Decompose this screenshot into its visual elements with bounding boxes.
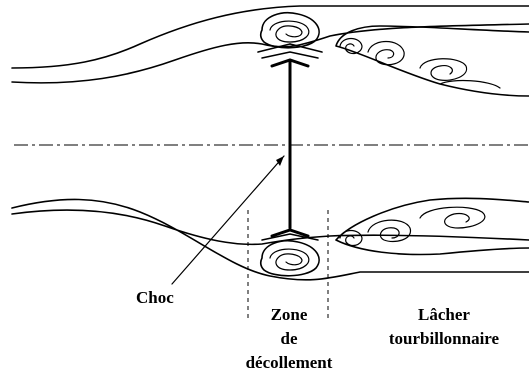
upper-bubble-vortex	[269, 20, 310, 43]
upper-flow	[11, 5, 529, 97]
lower-lambda-foot	[261, 233, 319, 241]
lower-shedding-envelope	[335, 197, 529, 256]
separation-zone-label-line3: décollement	[246, 353, 333, 372]
lower-shed-vortex-2	[367, 219, 412, 243]
upper-recirculation-bubble	[259, 12, 320, 49]
upper-shed-vortex-3	[419, 58, 468, 81]
shock-pointer-arrowhead	[276, 156, 284, 166]
shock-upper-foot	[270, 58, 310, 68]
lower-shed-vortex-1	[339, 229, 363, 247]
vortex-shedding-label-line2: tourbillonnaire	[389, 329, 500, 348]
upper-shedding-envelope	[335, 25, 529, 97]
separation-zone-label-line2: de	[281, 329, 298, 348]
upper-outer-streamline	[11, 5, 529, 69]
upper-shed-vortex-2	[367, 40, 405, 66]
lower-outer-streamline	[11, 198, 529, 281]
normal-shock	[270, 58, 310, 238]
shock-lower-foot	[270, 228, 310, 238]
shock-label: Choc	[136, 288, 174, 307]
lower-inner-streamline	[11, 209, 529, 246]
upper-shed-vortex-4	[439, 79, 501, 89]
vortex-shedding-label-line1: Lâcher	[418, 305, 470, 324]
lower-shed-vortex-3	[419, 206, 486, 229]
upper-shed-vortex-1	[339, 37, 363, 55]
lower-recirculation-bubble	[259, 240, 320, 277]
upper-lambda-foot	[257, 43, 323, 59]
lower-bubble-vortex	[269, 248, 310, 271]
lower-flow	[11, 197, 529, 281]
separation-zone-label-line1: Zone	[271, 305, 308, 324]
shock-pointer-line	[171, 155, 285, 285]
upper-inner-streamline	[11, 23, 529, 84]
